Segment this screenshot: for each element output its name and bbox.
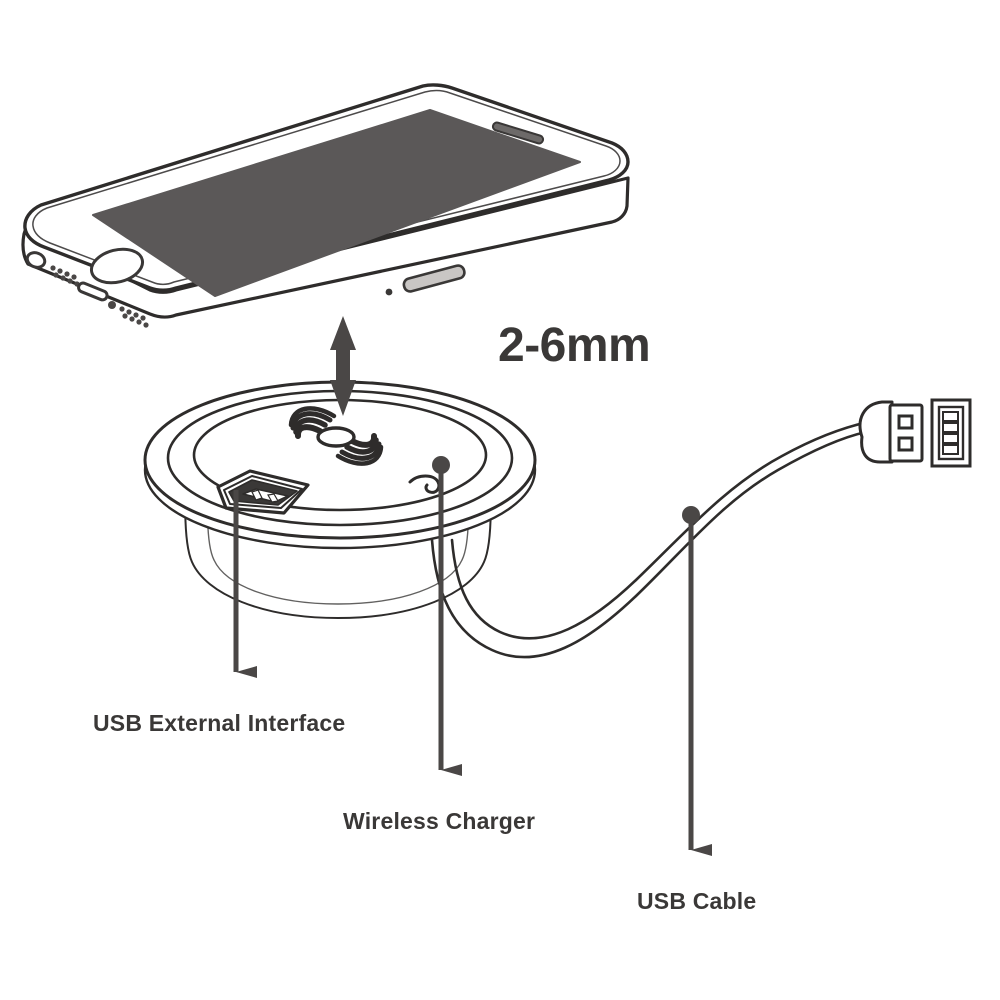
lightning-port-icon xyxy=(77,281,109,302)
usb-a-plug xyxy=(858,398,972,468)
smartphone-illustration xyxy=(21,83,630,328)
phone-bezel-line xyxy=(32,89,621,285)
connector-boot xyxy=(858,400,894,464)
gap-distance-label: 2-6mm xyxy=(498,319,651,372)
hook-mark-icon xyxy=(408,474,441,494)
usb-cable xyxy=(430,420,870,659)
callout-label-usb-cable: USB Cable xyxy=(637,888,757,914)
headphone-jack-icon xyxy=(25,251,47,269)
charger-body-inner-line xyxy=(206,491,470,605)
connector-metal-shell xyxy=(888,403,924,463)
cable-edge-lower xyxy=(450,420,870,640)
callout-label-wireless-charger: Wireless Charger xyxy=(343,808,536,834)
connector-pins xyxy=(942,411,959,455)
phone-bottom-edge-ports xyxy=(25,251,149,328)
wireless-charger-puck xyxy=(143,380,537,620)
callout-label-usb-external-interface: USB External Interface xyxy=(93,710,346,736)
speaker-grille-left xyxy=(50,265,80,287)
usb-port-icon xyxy=(216,469,310,515)
earpiece-speaker-icon xyxy=(491,121,545,145)
connector-dimple-top xyxy=(897,414,914,430)
gap-distance-arrow xyxy=(330,316,356,416)
microphone-icon xyxy=(108,301,116,309)
speaker-grille-right xyxy=(119,306,149,328)
side-button-icon xyxy=(402,264,466,293)
callout-leader-lines xyxy=(233,456,712,856)
leader-dot-usb-cable xyxy=(682,506,700,524)
phone-screen xyxy=(92,109,581,297)
connector-dimple-bottom xyxy=(897,436,914,452)
side-mic-icon xyxy=(385,288,393,296)
leader-dot-wireless-charger xyxy=(432,456,450,474)
wireless-signal-icon xyxy=(288,406,384,466)
cable-edge-upper xyxy=(430,430,868,659)
home-button-icon xyxy=(89,247,145,285)
